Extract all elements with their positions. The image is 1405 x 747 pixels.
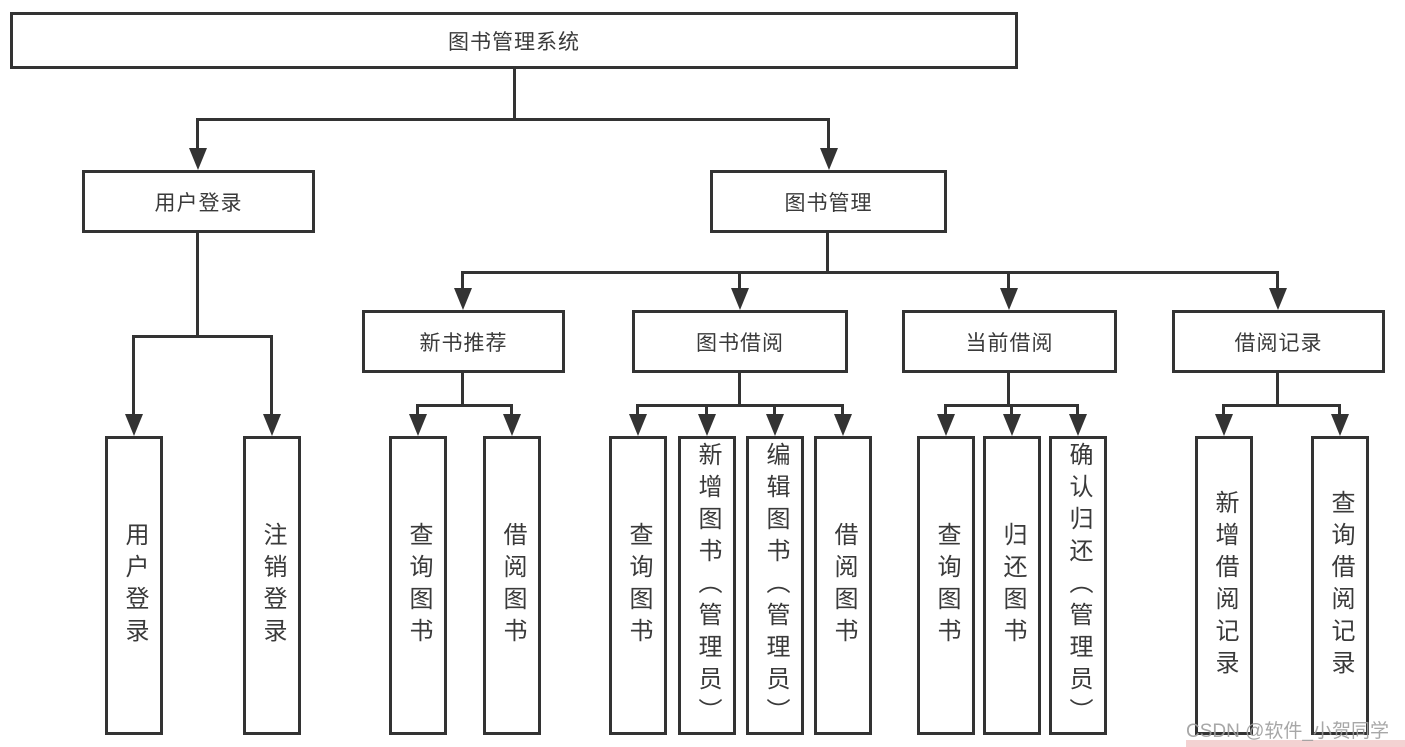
node-borrow-records: 借阅记录	[1172, 310, 1385, 373]
node-book-borrowing-label: 图书借阅	[696, 331, 784, 355]
leaf-recommend-borrow-books-label: 借阅图书	[499, 521, 526, 650]
leaf-logout-label: 注销登录	[259, 521, 286, 650]
arrow-down-icon	[263, 414, 281, 436]
arrow-down-icon	[1003, 414, 1021, 436]
arrow-down-icon	[834, 414, 852, 436]
connector-bookmgmt-bus	[463, 271, 1278, 274]
arrow-down-icon	[731, 288, 749, 310]
arrow-down-icon	[1269, 288, 1287, 310]
leaf-recommend-borrow-books: 借阅图书	[483, 436, 541, 735]
node-user-login-label: 用户登录	[154, 191, 243, 215]
node-root-label: 图书管理系统	[448, 30, 580, 54]
connector-bookmgmt-drop	[826, 233, 829, 271]
connector-newrec-drop	[461, 373, 464, 404]
connector-stem	[636, 404, 639, 416]
connector-stem	[510, 404, 513, 416]
connector-root-drop	[513, 68, 516, 118]
leaf-borrowing-edit-books-admin: 编辑图书（管理员）	[746, 436, 804, 735]
connector-newrec-bus	[418, 404, 512, 407]
connector-stem	[827, 118, 830, 150]
connector-userlogin-bus	[134, 335, 272, 338]
node-new-book-recommend: 新书推荐	[362, 310, 565, 373]
leaf-current-confirm-return-admin: 确认归还（管理员）	[1049, 436, 1107, 735]
connector-stem	[738, 271, 741, 290]
connector-stem	[705, 404, 708, 416]
arrow-down-icon	[1215, 414, 1233, 436]
arrow-down-icon	[1000, 288, 1018, 310]
leaf-recommend-query-books: 查询图书	[389, 436, 447, 735]
arrow-down-icon	[698, 414, 716, 436]
connector-bookborrow-drop	[738, 373, 741, 404]
arrow-down-icon	[125, 414, 143, 436]
leaf-current-confirm-return-admin-label: 确认归还（管理员）	[1065, 441, 1092, 730]
leaf-records-query-record-label: 查询借阅记录	[1327, 489, 1354, 682]
connector-stem	[841, 404, 844, 416]
leaf-borrowing-query-books: 查询图书	[609, 436, 667, 735]
leaf-records-query-record: 查询借阅记录	[1311, 436, 1369, 735]
node-user-login: 用户登录	[82, 170, 315, 233]
node-borrow-records-label: 借阅记录	[1234, 331, 1323, 355]
connector-stem	[132, 335, 135, 416]
connector-stem	[944, 404, 947, 416]
connector-curborrow-drop	[1007, 373, 1010, 404]
node-current-borrowing-label: 当前借阅	[965, 331, 1054, 355]
node-new-book-recommend-label: 新书推荐	[419, 331, 508, 355]
connector-stem	[1007, 271, 1010, 290]
connector-stem	[1076, 404, 1079, 416]
leaf-current-return-books: 归还图书	[983, 436, 1041, 735]
leaf-logout: 注销登录	[243, 436, 301, 735]
connector-stem	[1010, 404, 1013, 416]
arrow-down-icon	[766, 414, 784, 436]
watermark-underline	[1186, 740, 1405, 747]
connector-bookborrow-bus	[638, 404, 843, 407]
leaf-borrowing-borrow-books-label: 借阅图书	[830, 521, 857, 650]
leaf-user-login: 用户登录	[105, 436, 163, 735]
node-book-borrowing: 图书借阅	[632, 310, 848, 373]
arrow-down-icon	[1069, 414, 1087, 436]
leaf-records-add-record: 新增借阅记录	[1195, 436, 1253, 735]
connector-stem	[1276, 271, 1279, 290]
arrow-down-icon	[937, 414, 955, 436]
connector-borrowrec-drop	[1276, 373, 1279, 404]
leaf-user-login-label: 用户登录	[121, 521, 148, 650]
connector-stem	[416, 404, 419, 416]
watermark-text: CSDN @软件_小贺同学	[1186, 721, 1389, 742]
leaf-borrowing-add-books-admin-label: 新增图书（管理员）	[694, 441, 721, 730]
leaf-current-query-books: 查询图书	[917, 436, 975, 735]
connector-stem	[461, 271, 464, 290]
node-book-management: 图书管理	[710, 170, 947, 233]
connector-stem	[196, 118, 199, 150]
connector-userlogin-drop	[196, 233, 199, 335]
connector-stem	[1222, 404, 1225, 416]
leaf-borrowing-add-books-admin: 新增图书（管理员）	[678, 436, 736, 735]
node-current-borrowing: 当前借阅	[902, 310, 1117, 373]
node-root: 图书管理系统	[10, 12, 1018, 69]
arrow-down-icon	[503, 414, 521, 436]
leaf-records-add-record-label: 新增借阅记录	[1211, 489, 1238, 682]
leaf-borrowing-borrow-books: 借阅图书	[814, 436, 872, 735]
leaf-borrowing-query-books-label: 查询图书	[625, 521, 652, 650]
arrow-down-icon	[820, 148, 838, 170]
connector-root-bus	[198, 118, 829, 121]
arrow-down-icon	[189, 148, 207, 170]
leaf-borrowing-edit-books-admin-label: 编辑图书（管理员）	[762, 441, 789, 730]
arrow-down-icon	[454, 288, 472, 310]
connector-borrowrec-bus	[1224, 404, 1340, 407]
arrow-down-icon	[409, 414, 427, 436]
arrow-down-icon	[629, 414, 647, 436]
leaf-recommend-query-books-label: 查询图书	[405, 521, 432, 650]
node-book-management-label: 图书管理	[784, 191, 873, 215]
connector-stem	[270, 335, 273, 416]
arrow-down-icon	[1331, 414, 1349, 436]
leaf-current-return-books-label: 归还图书	[999, 521, 1026, 650]
connector-stem	[773, 404, 776, 416]
connector-stem	[1338, 404, 1341, 416]
leaf-current-query-books-label: 查询图书	[933, 521, 960, 650]
